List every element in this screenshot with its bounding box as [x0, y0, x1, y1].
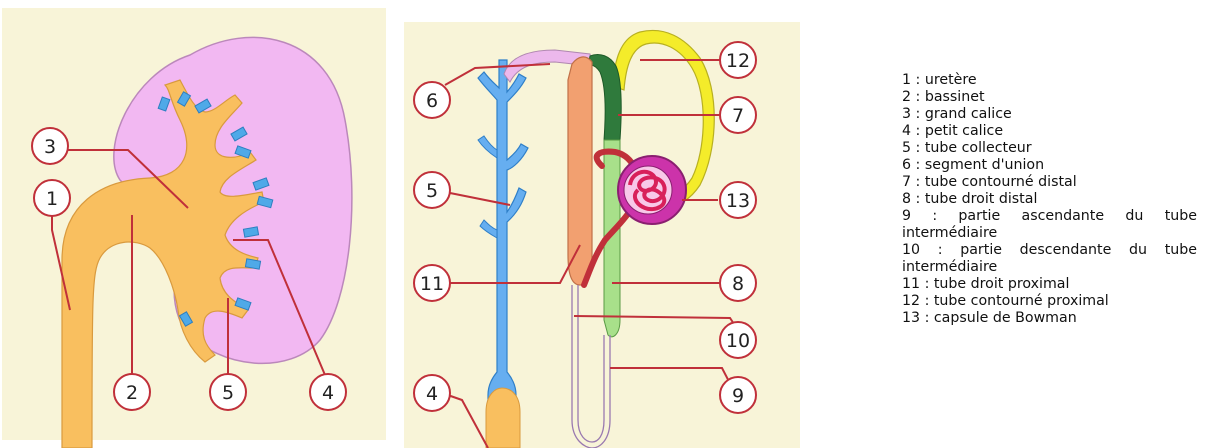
bowman-capsule	[618, 156, 686, 224]
nephron-label-11: 11	[414, 265, 450, 301]
kidney-label-5: 5	[210, 374, 246, 410]
nephron-label-6-text: 6	[426, 90, 438, 112]
nephron-label-4-text: 4	[426, 383, 438, 405]
kidney-label-5-text: 5	[222, 382, 234, 404]
nephron-label-7-text: 7	[732, 105, 744, 127]
kidney-label-4-text: 4	[322, 382, 334, 404]
kidney-label-1-text: 1	[46, 188, 58, 210]
legend-item-7: 7 : tube contourné distal	[902, 174, 1197, 191]
legend-item-4: 4 : petit calice	[902, 123, 1197, 140]
legend-item-2: 2 : bassinet	[902, 89, 1197, 106]
legend-item-10: 10 : partie descendante du tube interméd…	[902, 242, 1197, 276]
nephron-label-9-text: 9	[732, 385, 744, 407]
calyx-base	[486, 388, 520, 448]
legend: 1 : uretère 2 : bassinet 3 : grand calic…	[902, 72, 1197, 327]
nephron-label-5: 5	[414, 172, 450, 208]
nephron-label-13-text: 13	[726, 190, 750, 212]
kidney-label-4: 4	[310, 374, 346, 410]
nephron-label-13: 13	[720, 182, 756, 218]
legend-item-5: 5 : tube collecteur	[902, 140, 1197, 157]
kidney-label-3: 3	[32, 128, 68, 164]
kidney-label-2-text: 2	[126, 382, 138, 404]
nephron-diagram: 4 5 6 7 8 9 10 11 12 13	[400, 0, 820, 448]
nephron-label-8: 8	[720, 265, 756, 301]
legend-item-6: 6 : segment d'union	[902, 157, 1197, 174]
legend-item-13: 13 : capsule de Bowman	[902, 310, 1197, 327]
kidney-label-1: 1	[34, 180, 70, 216]
nephron-label-11-text: 11	[420, 273, 444, 295]
nephron-label-9: 9	[720, 377, 756, 413]
legend-item-8: 8 : tube droit distal	[902, 191, 1197, 208]
nephron-label-5-text: 5	[426, 180, 438, 202]
nephron-label-10-text: 10	[726, 330, 750, 352]
legend-item-11: 11 : tube droit proximal	[902, 276, 1197, 293]
legend-item-12: 12 : tube contourné proximal	[902, 293, 1197, 310]
nephron-label-8-text: 8	[732, 273, 744, 295]
nephron-label-12: 12	[720, 42, 756, 78]
nephron-label-7: 7	[720, 97, 756, 133]
nephron-label-4: 4	[414, 375, 450, 411]
kidney-diagram: 1 2 3 4 5	[0, 0, 390, 448]
legend-item-9: 9 : partie ascendante du tube intermédia…	[902, 208, 1197, 242]
nephron-label-10: 10	[720, 322, 756, 358]
legend-item-1: 1 : uretère	[902, 72, 1197, 89]
legend-item-3: 3 : grand calice	[902, 106, 1197, 123]
nephron-label-12-text: 12	[726, 50, 750, 72]
proximal-straight-tubule	[568, 57, 592, 285]
kidney-label-2: 2	[114, 374, 150, 410]
kidney-label-3-text: 3	[44, 136, 56, 158]
nephron-label-6: 6	[414, 82, 450, 118]
